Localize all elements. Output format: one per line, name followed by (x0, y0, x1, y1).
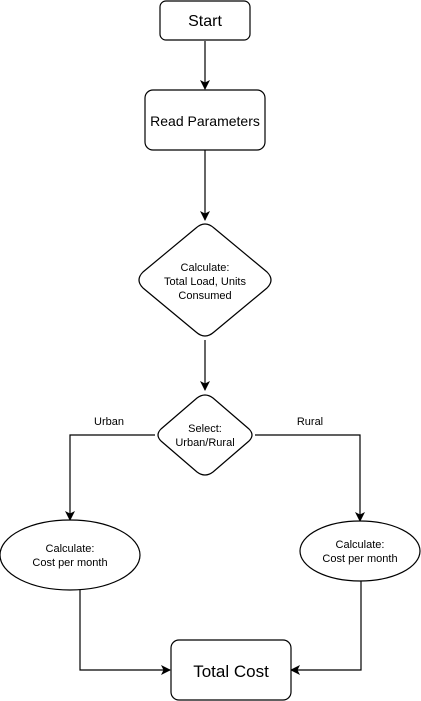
total-cost-node: Total Cost (170, 639, 292, 701)
total-cost-label: Total Cost (193, 662, 269, 681)
calc-rural-node: Calculate: Cost per month (299, 520, 421, 582)
connectors (65, 41, 365, 675)
edge-label-rural: Rural (297, 416, 323, 428)
arrow-urban-to-total (79, 590, 171, 675)
calculate-load-line-1: Calculate: (181, 262, 230, 274)
calc-rural-line-1: Calculate: (336, 539, 385, 551)
read-parameters-label: Read Parameters (150, 113, 260, 129)
select-area-line-2: Urban/Rural (175, 437, 234, 449)
arrow-select-to-urban (65, 434, 155, 521)
select-area-line-1: Select: (188, 423, 222, 435)
start-label: Start (188, 13, 222, 30)
calc-urban-line-2: Cost per month (32, 557, 107, 569)
calculate-load-node: Calculate: Total Load, Units Consumed (138, 223, 272, 337)
calc-urban-node: Calculate: Cost per month (0, 519, 141, 591)
select-area-node: Select: Urban/Rural (157, 394, 253, 476)
arrow-rural-to-total (290, 580, 362, 675)
read-parameters-node: Read Parameters (144, 89, 266, 151)
calculate-load-line-3: Consumed (178, 290, 231, 302)
arrow-select-to-rural (255, 434, 365, 522)
calculate-load-line-2: Total Load, Units (164, 276, 246, 288)
start-node: Start (159, 0, 251, 41)
edge-label-urban: Urban (94, 416, 124, 428)
calc-urban-line-1: Calculate: (46, 543, 95, 555)
calc-rural-line-2: Cost per month (322, 553, 397, 565)
